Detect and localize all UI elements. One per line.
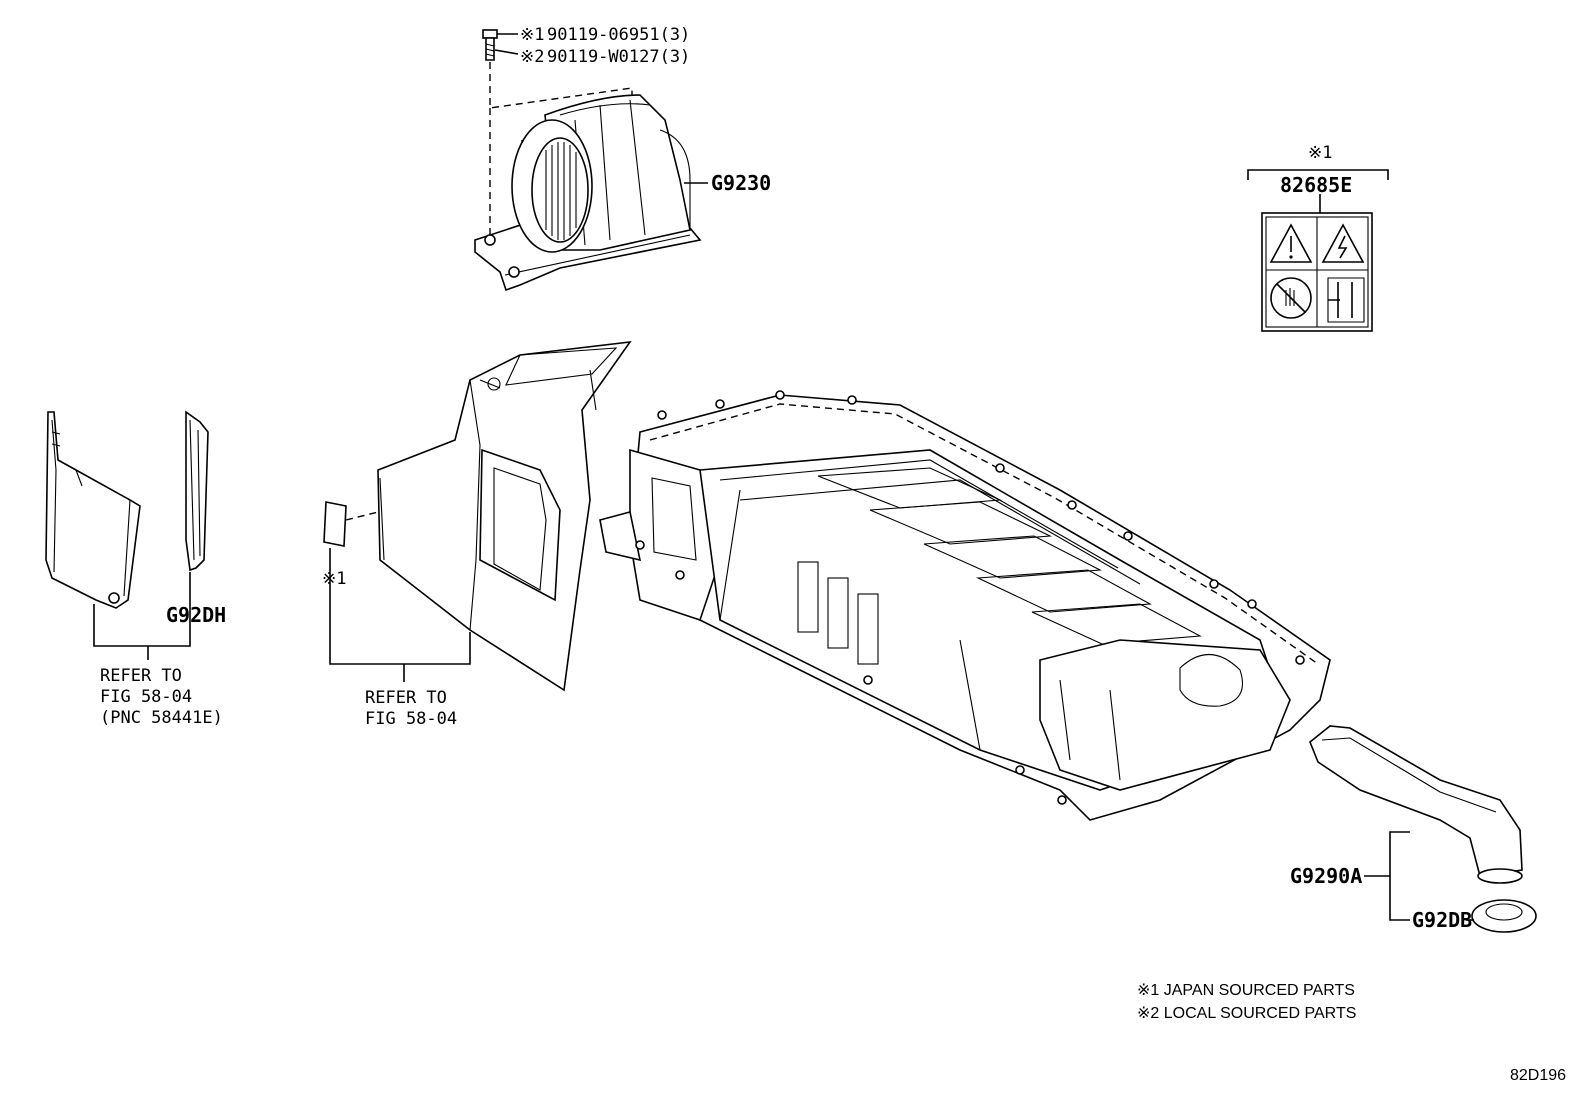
refer-left-line1: REFER TO [100,666,182,686]
bolt-callout-2-mark: ※2 [520,47,544,67]
part-grommet-label: G92DB [1412,908,1472,932]
battery-assembly [599,390,1331,821]
left-cover-panel [45,411,141,609]
battery-module-icon [1327,277,1365,323]
bolt-icon [482,29,519,61]
refer-left-line2: FIG 58-04 [100,687,192,707]
bolt-callout-1-part: 90119-06951(3) [547,25,690,45]
bolt-callout-1-mark: ※1 [520,25,544,45]
blower-fan-assembly [474,94,702,292]
no-touch-icon [1270,277,1312,319]
label-part-note: ※1 [1308,143,1332,163]
part-blower-label: G9230 [711,171,771,195]
grommet-icon [1471,899,1537,933]
figure-id: 82D196 [1510,1067,1566,1084]
small-label-sticker [323,501,347,547]
caution-label-icon [1261,212,1373,332]
part-label-number: 82685E [1280,173,1352,197]
legend-note-2: ※2 LOCAL SOURCED PARTS [1137,1005,1356,1022]
center-duct-panel [377,340,632,692]
refer-center-line1: REFER TO [365,688,447,708]
part-duct-label: G9290A [1290,864,1362,888]
left-side-panel [185,410,209,572]
outlet-duct [1309,725,1523,884]
warning-triangle-icon [1269,223,1313,263]
center-note-mark: ※1 [322,569,346,589]
refer-center-line2: FIG 58-04 [365,709,457,729]
legend-note-1: ※1 JAPAN SOURCED PARTS [1137,982,1355,999]
high-voltage-icon [1321,223,1365,263]
part-left-cover-label: G92DH [166,603,226,627]
refer-left-line3: (PNC 58441E) [100,708,223,728]
bolt-callout-2-part: 90119-W0127(3) [547,47,690,67]
